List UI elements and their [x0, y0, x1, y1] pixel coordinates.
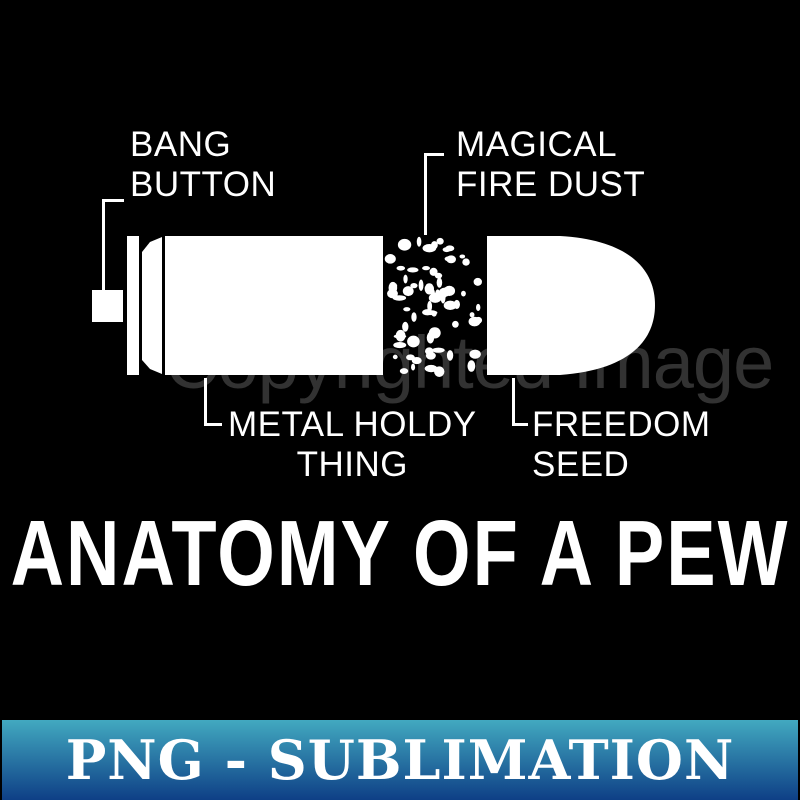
powder-speck	[407, 267, 419, 273]
leader-line-bang-tick	[102, 199, 124, 202]
powder-speck	[384, 254, 396, 264]
powder-speck	[432, 347, 445, 353]
powder-speck	[473, 277, 482, 286]
bullet-tip	[487, 236, 655, 375]
powder-speck	[428, 293, 442, 303]
leader-line-metal	[204, 378, 207, 426]
powder-speck	[427, 300, 433, 312]
powder-speck	[443, 300, 457, 311]
case-neck	[142, 237, 162, 374]
label-line: BUTTON	[130, 165, 277, 204]
powder-speck	[402, 321, 409, 332]
powder-speck	[399, 368, 409, 374]
label-metal-holdy-thing: METAL HOLDY THING	[228, 405, 477, 485]
powder-speck	[461, 290, 466, 297]
powder-speck	[446, 350, 454, 361]
powder-speck	[444, 256, 456, 262]
powder-speck	[476, 303, 481, 312]
label-freedom-seed: FREEDOM SEED	[532, 405, 711, 485]
powder-speck	[440, 291, 446, 304]
powder-speck	[467, 360, 476, 372]
powder-speck	[453, 299, 460, 309]
casing	[165, 236, 383, 375]
powder-speck	[436, 237, 444, 245]
label-line: MAGICAL	[456, 125, 618, 164]
banner: PNG - SUBLIMATION	[2, 720, 798, 800]
leader-line-freedom-tick	[512, 423, 528, 426]
powder-speck	[401, 240, 407, 246]
label-bang-button: BANG BUTTON	[130, 125, 276, 205]
powder-speck	[396, 265, 406, 271]
leader-line-dust	[424, 153, 427, 235]
powder-speck	[422, 266, 431, 271]
powder-speck	[395, 329, 406, 342]
label-line: SEED	[532, 445, 630, 484]
leader-line-freedom	[512, 378, 515, 426]
powder-speck	[443, 285, 456, 296]
powder-speck	[462, 258, 470, 266]
powder-speckles	[384, 236, 483, 377]
powder-speck	[452, 320, 459, 328]
powder-speck	[469, 312, 475, 318]
powder-speck	[388, 281, 398, 294]
label-line: THING	[296, 445, 408, 484]
powder-speck	[422, 243, 437, 253]
powder-speck	[392, 354, 398, 360]
powder-speck	[425, 351, 436, 360]
powder-speck	[436, 277, 443, 288]
label-line: FREEDOM	[532, 405, 711, 444]
leader-line-metal-tick	[204, 423, 222, 426]
powder-speck	[469, 349, 481, 359]
powder-speck	[403, 274, 408, 284]
powder-speck	[416, 236, 422, 247]
label-line: FIRE DUST	[456, 165, 646, 204]
label-line: METAL HOLDY	[228, 405, 477, 444]
powder-speck	[411, 363, 416, 371]
powder-speck	[411, 356, 422, 365]
powder-speck	[434, 272, 443, 279]
primer	[92, 290, 123, 322]
label-magical-fire-dust: MAGICAL FIRE DUST	[456, 125, 645, 205]
banner-text: PNG - SUBLIMATION	[65, 728, 735, 792]
powder-speck	[410, 282, 418, 289]
powder-speck	[402, 286, 414, 297]
powder-speck	[434, 366, 445, 377]
powder-speck	[424, 310, 438, 316]
powder-speck	[474, 316, 483, 324]
powder-speck	[393, 342, 407, 349]
title: ANATOMY OF A PEW	[10, 501, 790, 605]
label-line: BANG	[130, 125, 232, 164]
powder-speck	[459, 254, 466, 259]
powder-speck	[442, 247, 451, 253]
leader-line-bang	[102, 199, 105, 291]
powder-speck	[428, 327, 441, 339]
powder-speck	[411, 312, 417, 322]
powder-speck	[418, 279, 424, 291]
case-rim	[127, 236, 139, 375]
powder-speck	[407, 335, 420, 348]
powder-speck	[403, 307, 411, 312]
leader-line-dust-tick	[424, 153, 444, 156]
powder-speck	[424, 283, 435, 295]
